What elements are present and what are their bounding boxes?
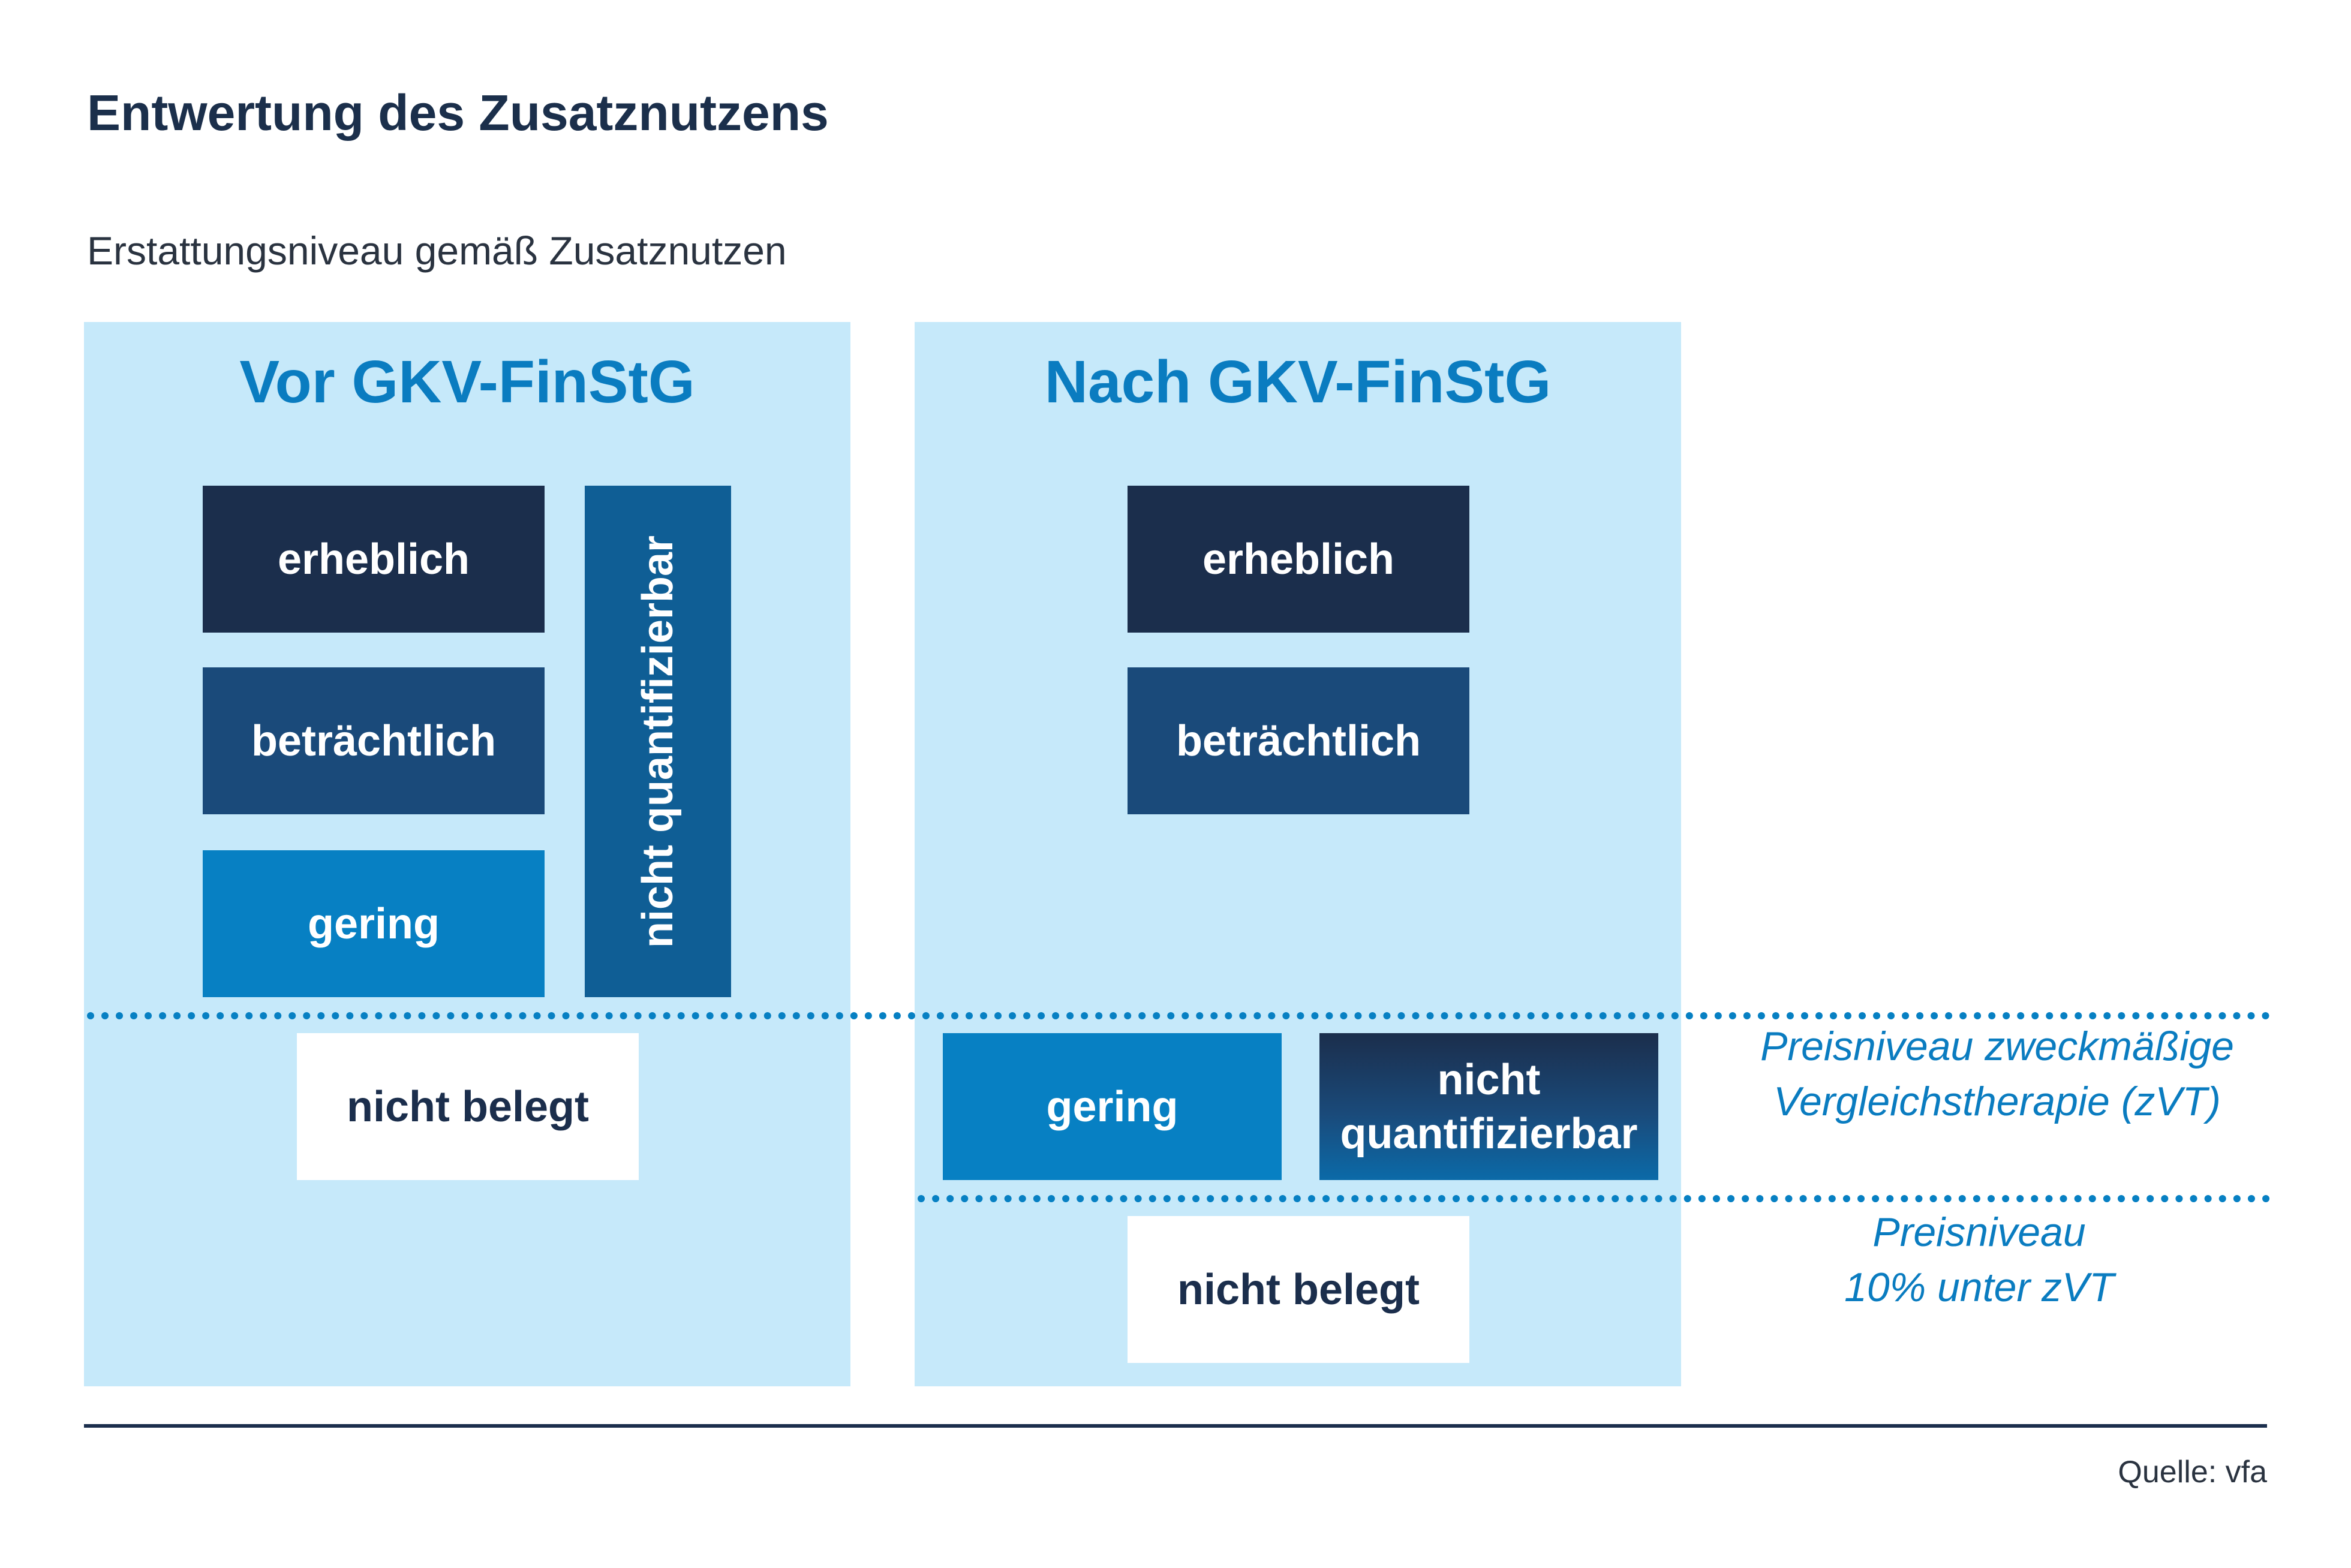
after-betraechtlich-box: beträchtlich [1128, 667, 1469, 814]
zvt-price-line [87, 1012, 2270, 1019]
before-nicht-quantifizierbar-box: nicht quantifizierbar [585, 486, 731, 997]
after-nicht-quantifizierbar-line2: quantifizierbar [1340, 1109, 1638, 1158]
zvt-note-line1: Preisniveau zweckmäßige [1760, 1024, 2234, 1069]
zvt-note-line2: Vergleichstherapie (zVT) [1773, 1078, 2221, 1124]
reduced-price-note-line1: Preisniveau [1872, 1209, 2086, 1255]
before-nicht-quantifizierbar-label: nicht quantifizierbar [634, 535, 683, 948]
zvt-note: Preisniveau zweckmäßige Vergleichstherap… [1697, 1019, 2297, 1130]
before-betraechtlich-box: beträchtlich [203, 667, 545, 814]
before-erheblich-box: erheblich [203, 486, 545, 633]
after-gering-box: gering [943, 1033, 1282, 1180]
footer-rule [84, 1424, 2267, 1428]
after-erheblich-box: erheblich [1128, 486, 1469, 633]
reduced-price-note-line2: 10% unter zVT [1844, 1264, 2114, 1310]
reduced-price-line [918, 1195, 2270, 1202]
reduced-price-note: Preisniveau 10% unter zVT [1679, 1205, 2279, 1316]
panel-before-title: Vor GKV-FinStG [239, 348, 695, 416]
before-gering-box: gering [203, 850, 545, 997]
page-title: Entwertung des Zusatznutzens [87, 85, 829, 141]
before-nicht-belegt-box: nicht belegt [297, 1033, 639, 1180]
after-nicht-quantifizierbar-line1: nicht [1437, 1055, 1541, 1104]
after-nicht-belegt-box: nicht belegt [1128, 1216, 1469, 1363]
after-nicht-quantifizierbar-box: nicht quantifizierbar [1319, 1033, 1658, 1180]
page-subtitle: Erstattungsniveau gemäß Zusatznutzen [87, 228, 787, 273]
panel-after-title: Nach GKV-FinStG [1044, 348, 1552, 416]
source-note: Quelle: vfa [2118, 1455, 2267, 1489]
